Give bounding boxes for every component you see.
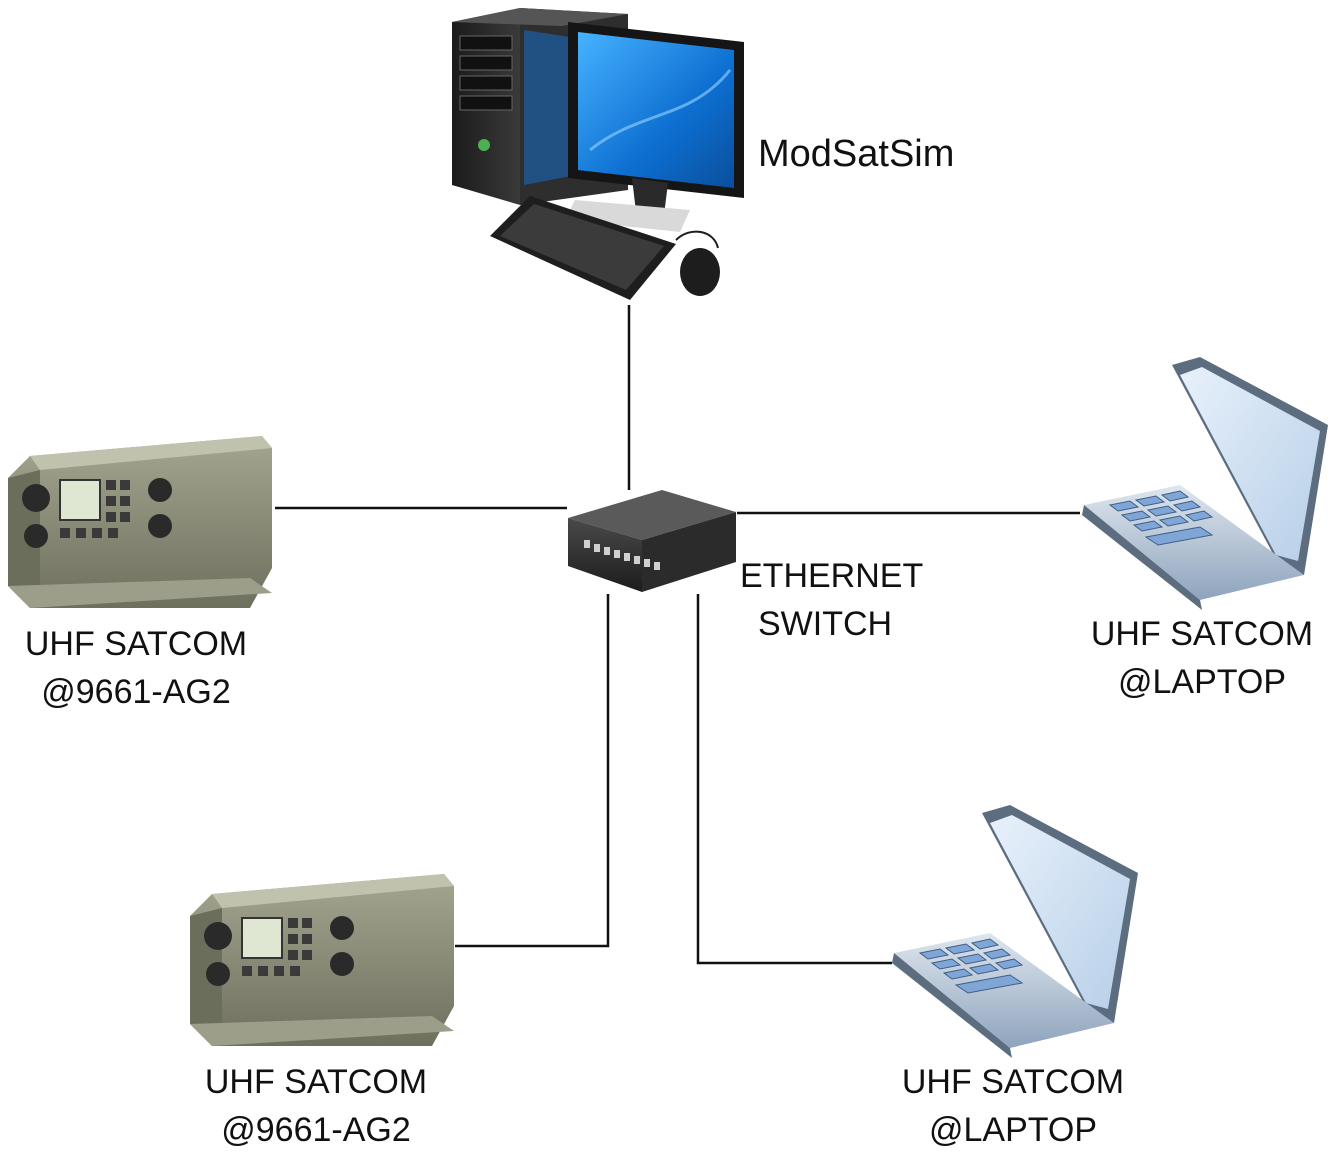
links (275, 305, 1080, 965)
ethernet-switch-icon (568, 490, 736, 592)
pc-label: ModSatSim (758, 133, 954, 175)
laptop-icon-bottom (892, 805, 1138, 1058)
switch-label-line2: SWITCH (758, 605, 893, 643)
satcom-radio-icon-left (8, 436, 272, 608)
switch-label-line1: ETHERNET (740, 557, 924, 595)
switch-label: ETHERNET SWITCH (740, 552, 923, 648)
laptop-bottom-label: UHF SATCOM @LAPTOP (902, 1058, 1124, 1154)
laptop-bottom-label-line1: UHF SATCOM (901, 1063, 1125, 1101)
radio-bottom-label-line1: UHF SATCOM (204, 1063, 428, 1101)
desktop-pc-icon (452, 8, 744, 300)
radio-left-label-line2: @9661-AG2 (41, 673, 231, 711)
radio-bottom-label: UHF SATCOM @9661-AG2 (205, 1058, 427, 1154)
laptop-right-label: UHF SATCOM @LAPTOP (1091, 610, 1313, 706)
laptop-bottom-label-line2: @LAPTOP (928, 1111, 1098, 1149)
link-switch-radio-bottom (455, 594, 610, 948)
laptop-right-label-line2: @LAPTOP (1117, 663, 1287, 701)
radio-left-label: UHF SATCOM @9661-AG2 (25, 620, 247, 716)
laptop-icon-right (1082, 357, 1328, 610)
satcom-radio-icon-bottom (190, 874, 454, 1046)
radio-left-label-line1: UHF SATCOM (24, 625, 248, 663)
link-switch-laptop-bottom (696, 594, 892, 965)
radio-bottom-label-line2: @9661-AG2 (221, 1111, 411, 1149)
laptop-right-label-line1: UHF SATCOM (1090, 615, 1314, 653)
